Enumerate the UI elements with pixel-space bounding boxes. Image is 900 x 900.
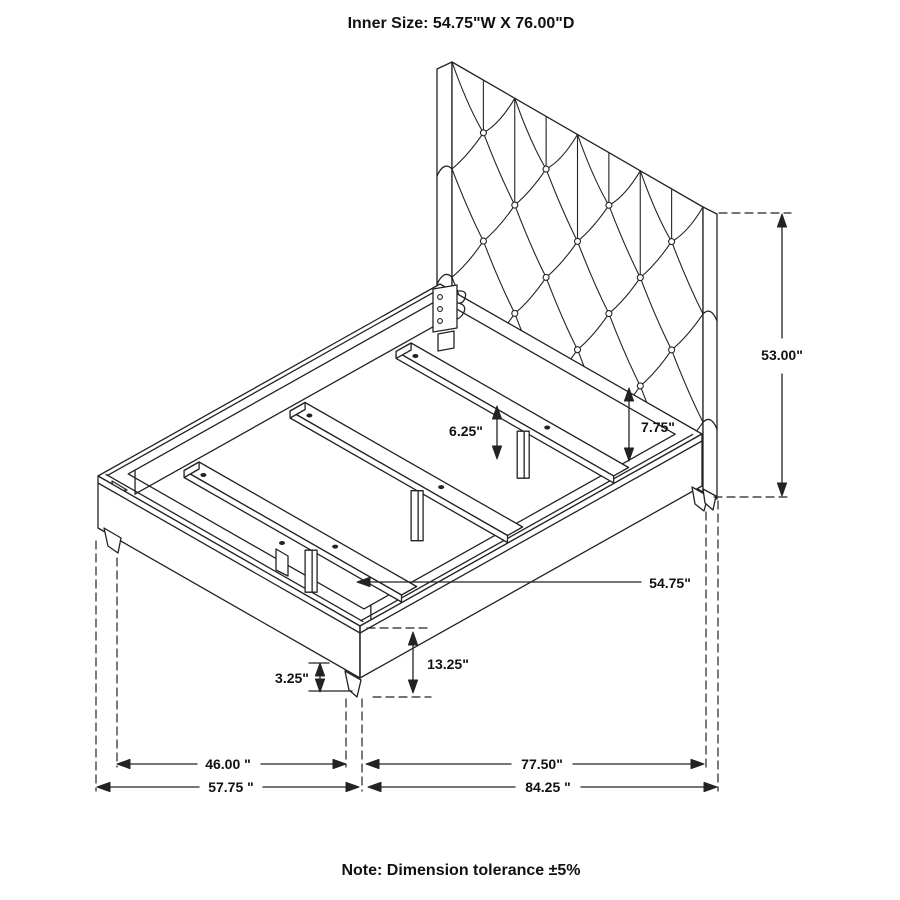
- diagram-note: Note: Dimension tolerance ±5%: [341, 862, 580, 879]
- dim-foot-width-overall: 57.75 ": [208, 779, 254, 795]
- dimension-annotations: [95, 212, 792, 793]
- bed-frame: [97, 283, 717, 698]
- dim-frame-inner-depth: 7.75": [641, 419, 675, 435]
- diagram-title: Inner Size: 54.75"W X 76.00"D: [348, 15, 575, 32]
- dim-side-length-inner: 77.50": [521, 756, 563, 772]
- dim-inner-width: 54.75": [649, 575, 691, 591]
- dim-slat-floor-clearance: 6.25": [449, 423, 483, 439]
- dim-leg-height: 3.25": [275, 670, 309, 686]
- dim-foot-width-inner: 46.00 ": [205, 756, 251, 772]
- dim-side-length-overall: 84.25 ": [525, 779, 571, 795]
- dim-frame-side-height: 13.25": [427, 656, 469, 672]
- dim-headboard-height: 53.00": [761, 347, 803, 363]
- diagram-linework: [95, 61, 792, 793]
